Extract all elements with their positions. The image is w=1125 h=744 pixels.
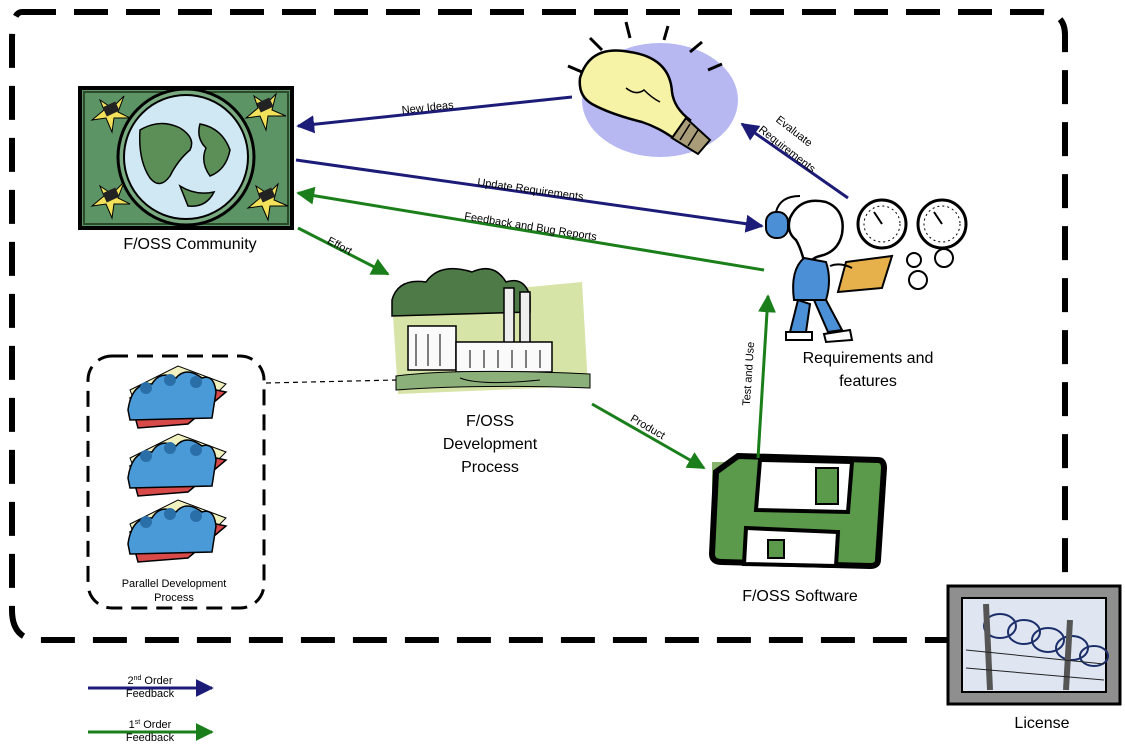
community-globe-icon bbox=[78, 86, 294, 230]
node-label-process-line2: Development bbox=[443, 436, 538, 453]
edge-label-feedback-bug-reports: Feedback and Bug Reports bbox=[463, 211, 598, 244]
legend-second-order-num: 2 bbox=[127, 675, 133, 687]
node-label-requirements-line2: features bbox=[839, 373, 897, 390]
arrow-evaluate-requirements bbox=[740, 122, 849, 200]
node-label-license: License bbox=[1014, 715, 1069, 732]
node-label-parallel-line2: Process bbox=[154, 592, 194, 604]
edge-label-update-requirements: Update Requirements bbox=[477, 177, 585, 204]
developer-group-icon-1 bbox=[127, 365, 228, 429]
node-label-community: F/OSS Community bbox=[123, 236, 256, 253]
arrow-effort bbox=[297, 226, 390, 276]
arrow-product bbox=[591, 402, 706, 470]
node-label-process-line3: Process bbox=[461, 459, 519, 476]
edge-label-new-ideas: New Ideas bbox=[401, 99, 454, 116]
legend-first-order-sup: st bbox=[135, 719, 141, 726]
arrow-feedback-bug-reports bbox=[296, 186, 765, 272]
node-label-software: F/OSS Software bbox=[742, 588, 858, 605]
arrow-new-ideas bbox=[296, 95, 573, 134]
parallel-connector bbox=[265, 379, 397, 384]
legend-first-order-word: Order bbox=[143, 719, 171, 731]
license-barbed-wire-icon bbox=[946, 584, 1122, 706]
requirements-person-icon bbox=[765, 195, 968, 344]
legend-first-order-feedback: Feedback bbox=[126, 732, 175, 744]
developer-group-icon-3 bbox=[127, 499, 228, 563]
arrow-update-requirements bbox=[295, 158, 764, 233]
node-label-requirements-line1: Requirements and bbox=[803, 350, 934, 367]
parallel-development-box bbox=[86, 354, 266, 610]
node-label-parallel-line1: Parallel Development bbox=[122, 578, 227, 590]
lightbulb-icon bbox=[567, 21, 738, 157]
arrow-test-and-use bbox=[756, 294, 776, 459]
developer-group-icon-2 bbox=[127, 433, 228, 497]
legend-second-order-feedback: Feedback bbox=[126, 688, 175, 700]
edge-label-test-and-use: Test and Use bbox=[741, 341, 757, 406]
legend-second-order-word: Order bbox=[144, 675, 172, 687]
edge-label-effort: Effort bbox=[325, 235, 354, 258]
legend-first-order-num: 1 bbox=[129, 719, 135, 731]
legend-second-order-sup: nd bbox=[134, 675, 142, 682]
factory-icon bbox=[391, 267, 591, 394]
floppy-disk-icon bbox=[708, 452, 888, 570]
node-label-process-line1: F/OSS bbox=[466, 413, 514, 430]
